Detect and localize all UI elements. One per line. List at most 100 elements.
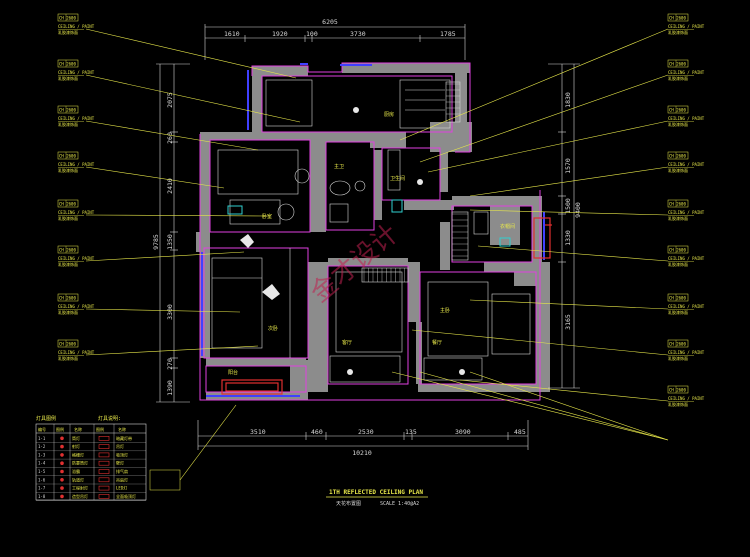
legend-name: 吸顶灯 — [116, 451, 128, 457]
callout-code: CH 2600 — [669, 388, 686, 393]
legend-symbol — [60, 444, 64, 449]
legend-name: 轨道灯 — [72, 476, 84, 482]
callout-line1: CEILING / PAINT — [58, 210, 95, 215]
legend-name: 射灯 — [72, 443, 80, 449]
callout-line2: 乳胶漆饰面 — [58, 29, 78, 35]
legend-title: 灯具图例 — [36, 415, 56, 422]
dim-left-total: 9785 — [152, 234, 160, 250]
legend-name: 排气扇 — [116, 468, 128, 474]
room-label-bedroom: 卧室 — [262, 213, 272, 220]
legend-subtitle: 灯具说明: — [98, 415, 121, 422]
legend-side-callout — [149, 404, 237, 491]
dim-left-seg-1: 2075 — [166, 92, 174, 108]
leader-lines — [85, 28, 669, 441]
legend-header-cell: 名称 — [74, 426, 82, 432]
leader-line — [419, 371, 669, 441]
legend-name: 壁灯 — [116, 460, 124, 466]
callout-line2: 乳胶漆饰面 — [58, 355, 78, 361]
callout-line1: CEILING / PAINT — [58, 162, 95, 167]
dim-left-seg-6: 270 — [166, 358, 174, 370]
legend-symbol — [98, 452, 110, 458]
leader-line — [85, 166, 225, 189]
legend-code: 1-3 — [38, 452, 46, 457]
callout-line1: CEILING / PAINT — [668, 304, 705, 309]
dim-top-seg-5: 1785 — [440, 30, 456, 38]
callout-line1: CEILING / PAINT — [58, 256, 95, 261]
room-label-second-bed: 次卧 — [268, 325, 278, 332]
dim-top-total: 6205 — [322, 18, 338, 26]
dim-right-total: 9400 — [574, 202, 582, 218]
legend-symbol — [60, 453, 64, 457]
walls — [196, 63, 550, 400]
legend-name: 筒灯 — [72, 435, 80, 441]
callout-line1: CEILING / PAINT — [668, 350, 705, 355]
legend-symbol — [98, 435, 110, 441]
room-label-living: 客厅 — [342, 339, 352, 346]
dim-bottom-seg-6: 485 — [514, 428, 526, 436]
legend-symbol — [98, 494, 110, 499]
window-strips — [201, 63, 545, 397]
leader-line — [459, 379, 669, 402]
callout-line2: 乳胶漆饰面 — [668, 355, 688, 361]
callout-line1: CEILING / PAINT — [668, 24, 705, 29]
callout-line1: CEILING / PAINT — [668, 116, 705, 121]
dim-bottom-seg-4: 135 — [405, 428, 417, 436]
legend-code: 1-8 — [38, 494, 46, 499]
legend-symbol — [98, 469, 110, 474]
callout-code: CH 2600 — [669, 342, 686, 347]
callout-line2: 乳胶漆饰面 — [58, 215, 78, 221]
dim-bottom-total: 10210 — [352, 449, 372, 457]
leader-line — [469, 209, 669, 216]
callout-code: CH 2600 — [59, 62, 76, 67]
legend-symbol — [98, 444, 110, 449]
leader-line — [419, 74, 669, 163]
closet-hatching — [363, 83, 468, 282]
dimension-lines — [156, 24, 580, 450]
legend-header-cell: 编号 — [38, 426, 46, 432]
legend-header-cell: 图例 — [56, 426, 64, 432]
title-block: 1TH REFLECTED CEILING PLAN 天花布置图 SCALE 1… — [326, 489, 428, 507]
dim-right-seg-2: 1570 — [564, 158, 572, 174]
callout-line1: CEILING / PAINT — [58, 70, 95, 75]
leader-line — [85, 345, 259, 356]
callout-line2: 乳胶漆饰面 — [58, 75, 78, 81]
legend-name: LED灯 — [116, 485, 127, 491]
dim-top-seg-3: 100 — [306, 30, 318, 38]
callout-code: CH 2600 — [669, 248, 686, 253]
dim-top-seg-4: 3730 — [350, 30, 366, 38]
dim-left-seg-7: 1390 — [166, 380, 174, 396]
dim-left-seg-4: 1350 — [166, 234, 174, 250]
legend-symbol — [60, 469, 64, 474]
callout-line1: CEILING / PAINT — [668, 396, 705, 401]
legend-name: 工程射灯 — [72, 485, 88, 491]
leader-line — [391, 371, 669, 441]
legend-code: 1-6 — [38, 477, 46, 482]
legend-name: 全面吸顶灯 — [116, 493, 136, 499]
legend-symbol — [98, 485, 110, 491]
callout-line2: 乳胶漆饰面 — [58, 261, 78, 267]
leader-line — [469, 166, 669, 197]
leader-line — [85, 214, 271, 217]
callout-code: CH 2600 — [59, 248, 76, 253]
leader-line — [85, 251, 245, 262]
legend-symbol — [60, 486, 64, 490]
cyan-fixtures — [227, 199, 511, 247]
legend-code: 1-2 — [38, 444, 46, 449]
legend-symbol — [98, 477, 110, 483]
dim-top-seg-1: 1610 — [224, 30, 240, 38]
legend-name: 造型吊灯 — [72, 493, 88, 499]
callout-line2: 乳胶漆饰面 — [58, 309, 78, 315]
leader-line — [469, 371, 669, 441]
leader-line — [85, 74, 301, 123]
legend-header-cell: 图例 — [96, 426, 104, 432]
